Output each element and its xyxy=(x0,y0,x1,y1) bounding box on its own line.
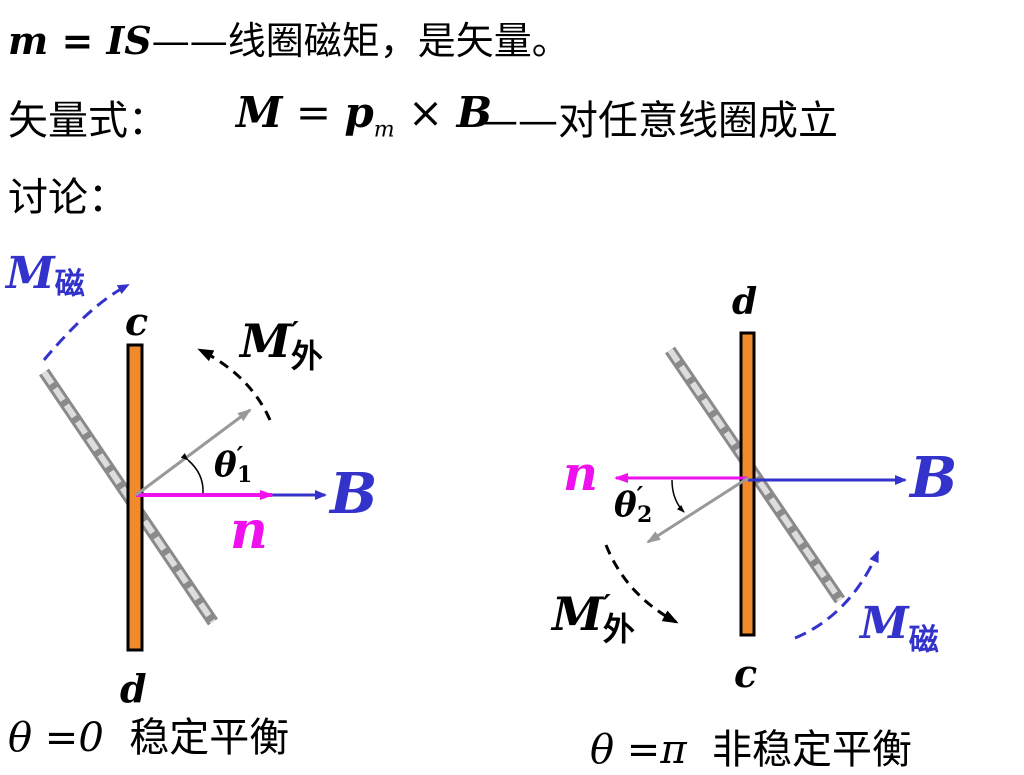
formula-B: B xyxy=(456,88,493,137)
right-theta-arc xyxy=(671,479,685,513)
formula-sub-m: m xyxy=(373,117,395,143)
left-M-ext-arc xyxy=(197,348,272,421)
left-diagram xyxy=(39,283,327,652)
left-M-mag-label: M磁 xyxy=(4,248,85,302)
right-diagram xyxy=(604,331,907,640)
left-M-ext-label: M′外 xyxy=(238,314,323,375)
right-caption: θ =π 非稳定平衡 xyxy=(590,717,912,775)
left-theta-label: θ′1 xyxy=(214,441,252,488)
right-label-d: d xyxy=(732,281,757,323)
right-normal-rotated xyxy=(646,476,749,544)
formula-tail: ——对任意线圈成立 xyxy=(478,98,838,144)
left-caption-theta: θ =0 xyxy=(8,715,104,761)
left-caption-text: 稳定平衡 xyxy=(129,715,290,761)
formula-times: × xyxy=(394,88,457,137)
right-M-ext-arc xyxy=(604,544,679,624)
moment-desc: ——线圈磁矩，是矢量。 xyxy=(151,19,570,63)
left-coil xyxy=(126,343,144,652)
torque-formula: M = pm × B xyxy=(236,88,492,142)
left-label-c: c xyxy=(125,299,148,344)
left-label-d: d xyxy=(120,666,147,711)
vector-label: 矢量式： xyxy=(8,98,168,144)
right-theta-label: θ′2 xyxy=(614,481,652,528)
right-M-mag-arc xyxy=(794,550,880,640)
formula-eq: = xyxy=(282,88,345,137)
discussion-label: 讨论： xyxy=(8,175,128,221)
left-M-mag-arc xyxy=(42,283,130,361)
right-label-c: c xyxy=(734,651,757,696)
left-theta-arc xyxy=(180,453,204,494)
right-B-label: B xyxy=(908,445,957,511)
left-n-label: n xyxy=(230,500,268,561)
formula-p: p xyxy=(344,88,374,137)
line-magnetic-moment: m = IS——线圈磁矩，是矢量。 xyxy=(8,10,570,65)
right-n-label: n xyxy=(563,446,598,502)
right-caption-text: 非稳定平衡 xyxy=(712,727,913,773)
left-caption: θ =0 稳定平衡 xyxy=(8,705,289,763)
right-caption-theta: θ =π xyxy=(590,727,687,773)
moment-formula: m = IS xyxy=(8,18,152,63)
right-M-mag-label: M磁 xyxy=(858,598,939,658)
right-coil xyxy=(739,331,756,637)
right-M-ext-label: M′外 xyxy=(550,587,635,648)
left-B-label: B xyxy=(328,461,377,527)
left-normal-rotated xyxy=(135,408,252,497)
formula-M: M xyxy=(236,88,283,137)
